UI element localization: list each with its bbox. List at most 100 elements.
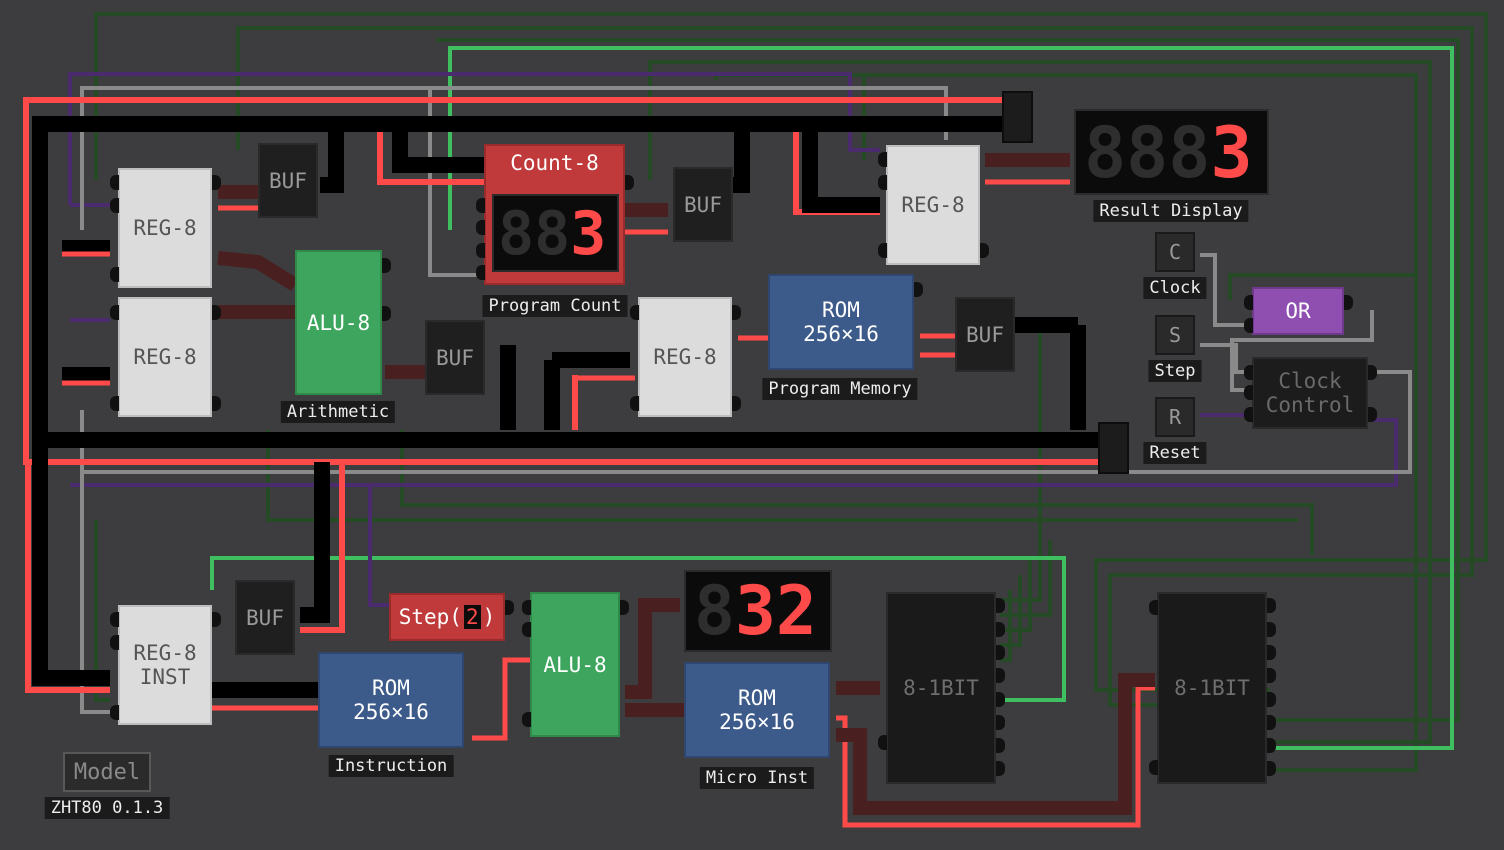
pin — [996, 668, 1005, 683]
alu-step[interactable]: ALU-8 — [530, 592, 620, 737]
clock-control[interactable]: Clock Control — [1252, 357, 1368, 429]
instruction-label: Instruction — [328, 755, 454, 777]
pin — [110, 635, 119, 650]
buffer-alu[interactable]: BUF — [425, 320, 485, 395]
pin — [1344, 295, 1353, 310]
pin — [110, 612, 119, 627]
pin — [878, 735, 887, 750]
counter-digit-on: 3 — [570, 199, 607, 269]
step-button[interactable]: S — [1155, 315, 1195, 355]
pin — [996, 761, 1005, 776]
pin — [1267, 761, 1276, 776]
pin — [110, 396, 119, 411]
pin — [630, 305, 639, 320]
pin — [1244, 295, 1253, 310]
micro-digits-on: 32 — [734, 572, 817, 651]
mux-8-1bit-a[interactable]: 8-1BIT — [886, 592, 996, 784]
register-b[interactable]: REG-8 — [118, 297, 212, 417]
program-count-label: Program Count — [482, 295, 628, 317]
bus-connector-top — [1002, 91, 1033, 143]
red-bus-edges — [62, 179, 1155, 828]
result-digits-off: 888 — [1084, 112, 1211, 194]
pin — [620, 600, 629, 615]
version-label: ZHT80 0.1.3 — [44, 797, 170, 819]
pin — [476, 198, 485, 213]
counter-8[interactable]: Count-8 883 — [484, 144, 625, 285]
micro-step-display: 832 — [684, 570, 832, 652]
counter-display: 883 — [492, 194, 619, 272]
pin — [110, 305, 119, 320]
pin — [878, 243, 887, 258]
pin — [1267, 715, 1276, 730]
pin — [1149, 600, 1158, 615]
reset-button[interactable]: R — [1155, 397, 1195, 437]
result-digit-on: 3 — [1210, 112, 1253, 194]
pin — [996, 598, 1005, 613]
bright-green-wires — [210, 46, 1454, 750]
pin — [110, 705, 119, 720]
pin — [476, 243, 485, 258]
micro-digit-off: 8 — [694, 572, 735, 651]
rom-program-memory[interactable]: ROM 256×16 — [768, 274, 914, 370]
buffer-top[interactable]: BUF — [258, 143, 318, 218]
pin — [522, 600, 531, 615]
register-a[interactable]: REG-8 — [118, 168, 212, 288]
model-button[interactable]: Model — [63, 752, 151, 792]
pin — [878, 152, 887, 167]
pin — [878, 175, 887, 190]
register-program-counter[interactable]: REG-8 — [638, 297, 732, 417]
pin — [212, 305, 221, 320]
pin — [996, 738, 1005, 753]
buffer-instruction[interactable]: BUF — [235, 580, 295, 655]
step-digit: 2 — [463, 605, 481, 629]
pin — [110, 267, 119, 282]
step-counter[interactable]: Step(2) — [389, 593, 505, 641]
pin — [996, 622, 1005, 637]
step-suffix: ) — [482, 605, 496, 629]
pin — [1149, 760, 1158, 775]
pin — [996, 715, 1005, 730]
pin — [212, 612, 221, 627]
bus-connector-bottom — [1098, 422, 1129, 474]
pin — [732, 305, 741, 320]
register-output[interactable]: REG-8 — [886, 145, 980, 265]
pin — [1368, 407, 1377, 422]
arithmetic-label: Arithmetic — [280, 401, 396, 423]
pin — [914, 282, 923, 297]
pin — [1267, 645, 1276, 660]
pin — [625, 175, 634, 190]
result-display-label: Result Display — [1093, 200, 1249, 222]
buffer-rom[interactable]: BUF — [955, 297, 1015, 372]
pin — [505, 600, 514, 615]
pin — [212, 175, 221, 190]
step-prefix: Step( — [398, 605, 462, 629]
counter-digits-off: 88 — [498, 199, 571, 269]
pin — [1267, 598, 1276, 613]
pin — [1368, 365, 1377, 380]
or-gate[interactable]: OR — [1252, 287, 1344, 335]
pin — [382, 306, 391, 321]
pin — [996, 692, 1005, 707]
pin — [522, 622, 531, 637]
program-memory-label: Program Memory — [762, 378, 918, 400]
gray-wires — [80, 86, 1412, 714]
clock-button[interactable]: C — [1155, 232, 1195, 272]
pin — [1267, 668, 1276, 683]
pin — [110, 175, 119, 190]
pin — [212, 396, 221, 411]
pin — [1244, 407, 1253, 422]
buffer-counter[interactable]: BUF — [673, 167, 733, 242]
micro-inst-label: Micro Inst — [699, 767, 815, 789]
rom-instruction[interactable]: ROM 256×16 — [318, 652, 464, 748]
step-label: Step — [1148, 360, 1202, 382]
result-display: 8883 — [1074, 109, 1269, 195]
register-instruction[interactable]: REG-8 INST — [118, 605, 212, 725]
alu-main[interactable]: ALU-8 — [295, 250, 382, 395]
pin — [996, 645, 1005, 660]
pin — [1267, 738, 1276, 753]
rom-micro-inst[interactable]: ROM 256×16 — [684, 662, 830, 758]
black-bus — [32, 116, 1100, 698]
mux-8-1bit-b[interactable]: 8-1BIT — [1157, 592, 1267, 784]
